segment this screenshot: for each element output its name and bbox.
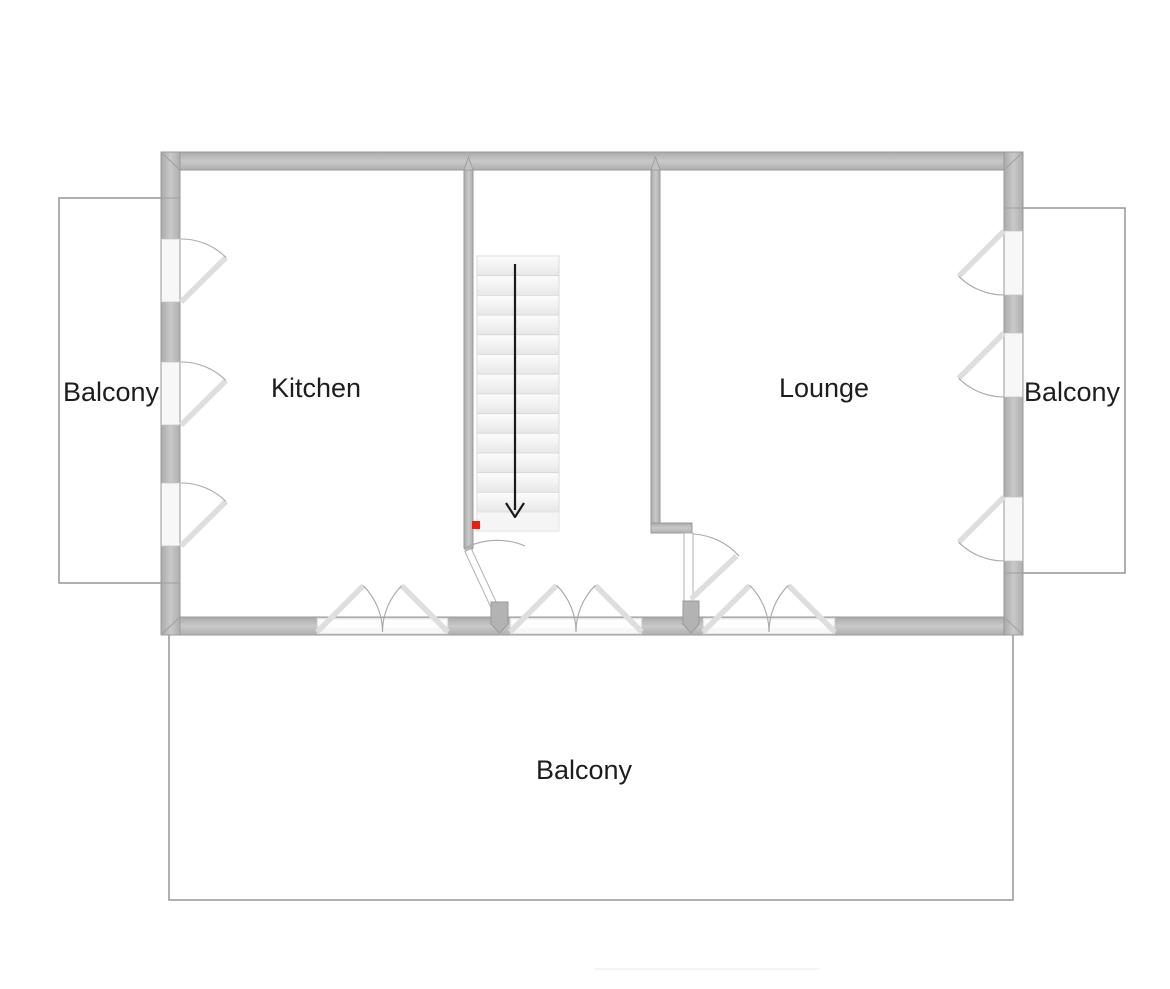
lounge-door-post <box>682 600 700 634</box>
kitchen-label: Kitchen <box>271 373 361 403</box>
corner-miter-bottomleft <box>160 616 181 636</box>
stair-tread <box>476 491 560 513</box>
kitchen-door-3-swing-arc <box>180 482 227 502</box>
kitchen-door-1-swing-arc <box>180 238 227 258</box>
kitchen-door-2-swing-arc <box>180 361 227 381</box>
door-swings <box>179 229 1006 634</box>
corner-miter-topright <box>1003 151 1024 171</box>
lounge-wall-top-miter <box>650 155 661 171</box>
french-window-2-left-leaf <box>508 583 559 634</box>
balcony-bottom-label: Balcony <box>536 755 633 785</box>
lounge-interior-door-open-leaf <box>689 554 739 601</box>
french-window-3-right-leaf <box>786 583 837 634</box>
lounge-balcony-door-opening-2 <box>1004 332 1023 398</box>
stairhall-door-post <box>490 601 509 634</box>
balcony-right-label: Balcony <box>1024 377 1121 407</box>
kitchen-balcony-door-opening-1 <box>161 238 180 303</box>
staircase <box>472 255 560 532</box>
kitchen-door-1-leaf <box>179 255 228 304</box>
balcony-left <box>58 197 167 584</box>
stair-tread <box>476 432 560 454</box>
stair-tread <box>476 334 560 355</box>
balcony-joints <box>161 197 1023 584</box>
lounge-interior-door-leaf <box>683 532 694 603</box>
lounge-door-3-swing-arc <box>958 541 1005 562</box>
balcony-left-outline <box>58 197 167 584</box>
stair-landing <box>476 511 560 532</box>
stair-tread <box>476 294 560 316</box>
french-window-1-right-arc <box>381 585 403 633</box>
french-window-1-right-leaf <box>399 583 450 634</box>
labels: Kitchen Lounge Balcony Balcony Balcony <box>63 373 1121 785</box>
french-window-2-right-arc <box>575 584 596 633</box>
stair-tread <box>476 452 560 474</box>
balcony-left-label: Balcony <box>63 377 160 407</box>
lounge-balcony-door-opening-1 <box>1004 230 1023 296</box>
french-window-2-right-leaf <box>593 583 644 634</box>
lounge-door-1-swing-arc <box>958 275 1005 296</box>
stairwell-wall-top-miter <box>463 155 474 171</box>
stair-tread <box>476 413 560 434</box>
kitchen-balcony-door-opening-2 <box>161 361 180 426</box>
lounge-door-1-leaf <box>956 229 1006 279</box>
stair-treads <box>476 255 560 513</box>
lounge-label: Lounge <box>779 373 869 403</box>
door-posts <box>490 600 700 634</box>
lounge-door-2-swing-arc <box>958 377 1005 398</box>
corner-miter-bottomright <box>1003 616 1024 636</box>
kitchen-door-2-leaf <box>179 378 228 427</box>
stair-tread <box>476 255 560 277</box>
french-window-3-right-arc <box>768 584 789 633</box>
lounge-door-2-leaf <box>956 331 1006 381</box>
stair-tread <box>476 354 560 375</box>
french-window-3-left-leaf <box>701 583 752 634</box>
stair-tread <box>476 393 560 414</box>
lounge-interior-door-swing-arc <box>693 533 740 557</box>
kitchen-door-3-leaf <box>179 499 228 548</box>
red-marker <box>472 521 480 529</box>
stair-tread <box>476 472 560 493</box>
stair-tread <box>476 314 560 336</box>
balcony-right-outline <box>1017 207 1126 574</box>
interior-walls <box>463 155 693 556</box>
wall-openings <box>161 230 1023 635</box>
lounge-door-3-leaf <box>956 495 1006 545</box>
stair-direction-arrow-head <box>505 502 525 519</box>
stairwell-wall <box>463 169 474 549</box>
balcony-right <box>1017 207 1126 574</box>
lounge-balcony-door-opening-3 <box>1004 496 1023 562</box>
stair-tread <box>476 275 560 296</box>
kitchen-balcony-door-opening-3 <box>161 482 180 547</box>
french-window-1-left-leaf <box>315 583 366 634</box>
lounge-wall <box>650 169 661 524</box>
stair-tread <box>476 373 560 395</box>
corner-miter-topleft <box>160 151 181 171</box>
lounge-wall-return <box>650 522 693 534</box>
stairhall-door-swing-arc <box>466 539 526 548</box>
wall-top <box>160 151 1024 171</box>
